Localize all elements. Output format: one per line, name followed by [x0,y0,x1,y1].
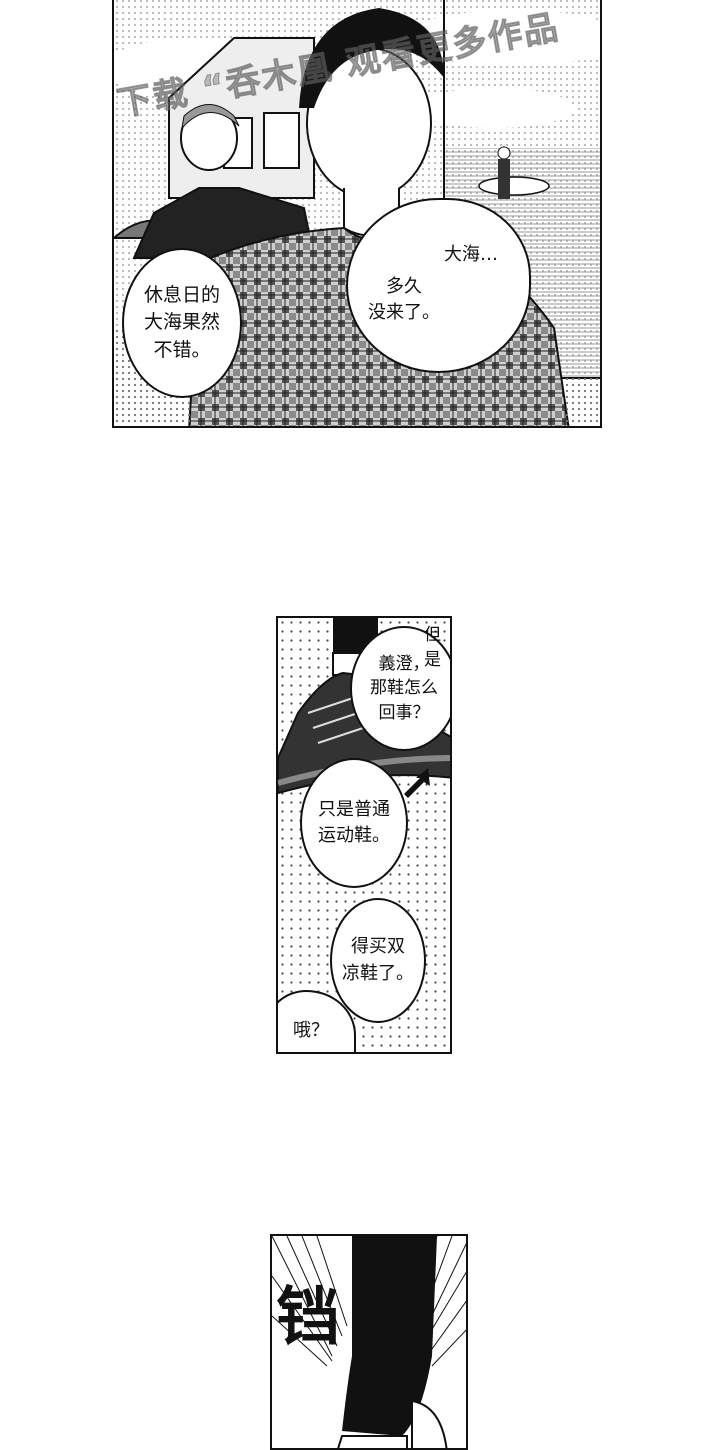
speech-bubble-question: 義澄， 那鞋怎么 回事？ [350,626,450,751]
speech-bubble-answer: 只是普通 运动鞋。 [300,758,408,888]
speech-text-but: 但是 [424,625,441,670]
speech-text-sea: 大海… [444,244,498,265]
speech-bubble-left: 休息日的 大海果然 不错。 [122,248,242,398]
leg-speedlines-illustration [272,1236,466,1448]
panel-beach: 下载 “呑木凰 观看更多作品 休息日的 大海果然 不错。 大海… 多久 没来了。 [112,0,602,428]
panel-shoes: 義澄， 那鞋怎么 回事？ 但是 只是普通 运动鞋。 得买双 凉鞋了。 哦？ [276,616,452,1054]
sound-effect-clang: 铛 [276,1281,340,1355]
panel-footstep: 铛 [270,1234,468,1450]
beach-scene-illustration [114,0,600,426]
speech-bubble-sandals: 得买双 凉鞋了。 [330,898,426,1023]
speech-text-long-time: 多久 没来了。 [368,276,440,324]
speech-bubble-right [346,198,531,373]
